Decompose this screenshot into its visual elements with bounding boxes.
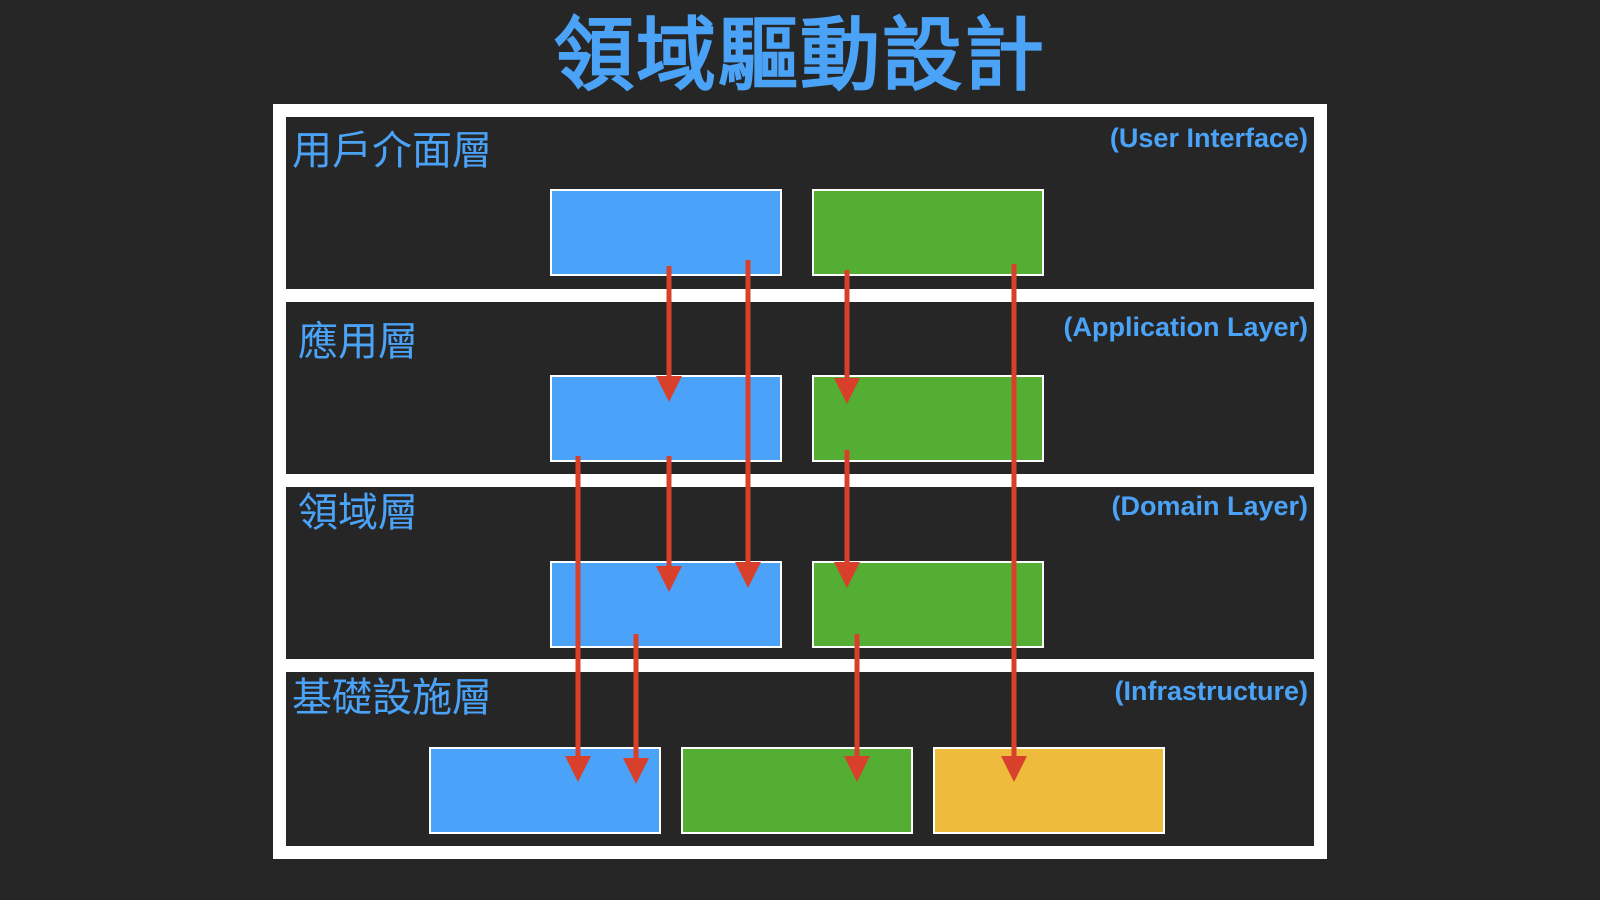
infrastructure-green-box <box>681 747 913 834</box>
layer-name-application: 應用層 <box>298 319 418 365</box>
layer-domain: 領域層 (Domain Layer) <box>286 487 1314 659</box>
layer-en-user-interface: (User Interface) <box>1109 123 1308 153</box>
layer-name-infrastructure: 基礎設施層 <box>292 675 492 721</box>
layer-en-application: (Application Layer) <box>1063 312 1308 342</box>
slide-title: 領域驅動設計 <box>554 9 1046 102</box>
layer-en-domain: (Domain Layer) <box>1111 491 1308 521</box>
infrastructure-yellow-box <box>933 747 1165 834</box>
layer-name-domain: 領域層 <box>298 490 418 536</box>
layer-application: 應用層 (Application Layer) <box>286 302 1314 474</box>
application-blue-box <box>550 375 782 462</box>
user-interface-green-box <box>812 189 1044 276</box>
layer-en-infrastructure: (Infrastructure) <box>1114 676 1308 706</box>
user-interface-blue-box <box>550 189 782 276</box>
domain-blue-box <box>550 561 782 648</box>
layer-user-interface: 用戶介面層 (User Interface) <box>286 117 1314 289</box>
layer-name-user-interface: 用戶介面層 <box>292 128 492 174</box>
domain-green-box <box>812 561 1044 648</box>
application-green-box <box>812 375 1044 462</box>
infrastructure-blue-box <box>429 747 661 834</box>
